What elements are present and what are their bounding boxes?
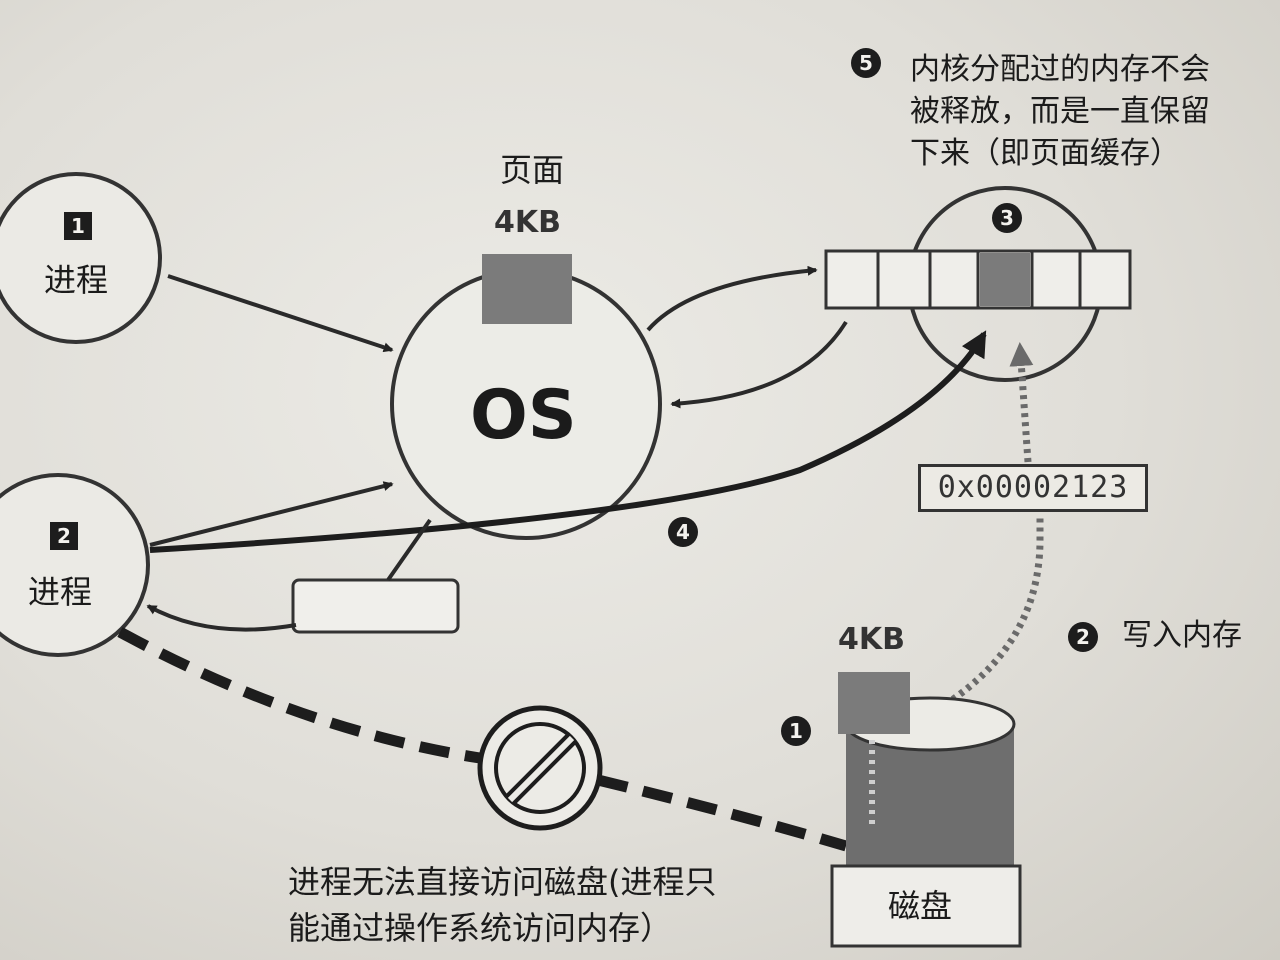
arrow-return-to-process2 xyxy=(146,604,297,632)
dotted-write-arrow xyxy=(1009,342,1034,463)
kernel-note-line-1: 内核分配过的内存不会 xyxy=(910,52,1210,87)
arrow-os-to-memory xyxy=(646,265,818,332)
process-2-label: 进程 xyxy=(28,573,93,611)
no-access-dashed-line xyxy=(117,627,481,764)
step-4-badge: 4 xyxy=(668,517,698,547)
step-5-badge: 5 xyxy=(851,48,881,78)
os-label: OS xyxy=(470,376,577,455)
os-to-return-box xyxy=(386,518,432,582)
step-2-badge: 2 xyxy=(1068,622,1098,652)
disk-base xyxy=(830,864,1022,948)
memory-strip xyxy=(824,249,1132,310)
process-2-circle xyxy=(0,473,150,657)
arrow-process2-to-cache xyxy=(149,330,987,553)
disk-label: 磁盘 xyxy=(888,887,953,925)
page-title-label: 页面 xyxy=(500,151,565,189)
process-2-badge: 2 xyxy=(50,522,78,550)
page-size-label: 4KB xyxy=(494,205,561,240)
arrow-process2-to-os xyxy=(149,481,394,547)
arrow-memory-to-os xyxy=(670,320,848,409)
disk-page-size-label: 4KB xyxy=(838,622,905,657)
process-1-label: 进程 xyxy=(44,261,109,299)
arrow-process1-to-os xyxy=(167,274,394,353)
disk-page-block xyxy=(838,672,910,734)
cached-page-cell xyxy=(980,253,1030,306)
memory-address-box: 0x00002123 xyxy=(918,464,1148,512)
process-1-circle xyxy=(0,172,162,344)
prohibited-icon xyxy=(477,705,603,831)
no-access-dashed-line-2 xyxy=(596,774,848,852)
return-box xyxy=(291,578,460,634)
kernel-note-line-3: 下来（即页面缓存） xyxy=(910,136,1180,171)
process-1-badge: 1 xyxy=(64,212,92,240)
dotted-write-path xyxy=(928,516,1044,718)
no-access-note-line-1: 进程无法直接访问磁盘(进程只 xyxy=(288,863,717,901)
step-1-badge: 1 xyxy=(781,716,811,746)
page-block xyxy=(482,254,572,324)
no-access-note-line-2: 能通过操作系统访问内存） xyxy=(288,909,673,947)
kernel-note-line-2: 被释放，而是一直保留 xyxy=(910,94,1210,129)
step-3-badge: 3 xyxy=(992,203,1022,233)
write-memory-label: 写入内存 xyxy=(1122,618,1242,653)
